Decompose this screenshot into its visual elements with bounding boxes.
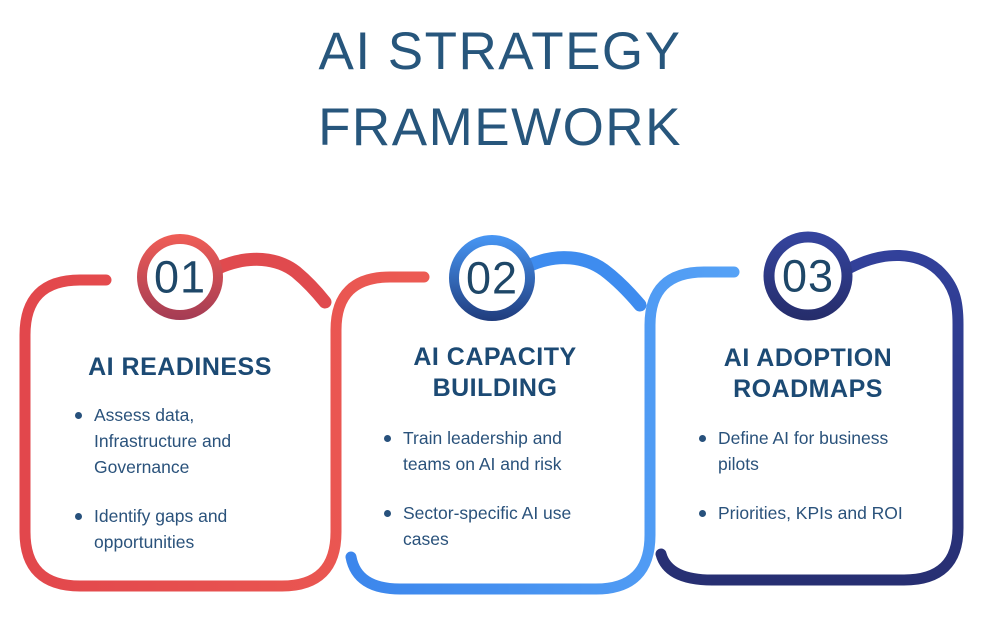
- list-item: Train leadership and teams on AI and ris…: [384, 425, 571, 477]
- bullet-line: cases: [403, 529, 449, 549]
- list-item: Assess data, Infrastructure and Governan…: [75, 402, 231, 480]
- bullet-dot-icon: [75, 412, 82, 419]
- step2-bullets: Train leadership and teams on AI and ris…: [384, 425, 571, 575]
- list-item: Define AI for business pilots: [699, 425, 903, 477]
- list-item: Identify gaps and opportunities: [75, 503, 231, 555]
- bullet-dot-icon: [699, 435, 706, 442]
- step1-circle: [137, 234, 223, 320]
- bullet-text: Assess data, Infrastructure and Governan…: [94, 402, 231, 480]
- step1-heading: AI READINESS: [30, 352, 330, 383]
- bullet-text: Priorities, KPIs and ROI: [718, 500, 903, 526]
- step3-bullets: Define AI for business pilots Priorities…: [699, 425, 903, 549]
- bullet-line: Define AI for business: [718, 428, 889, 448]
- bullet-line: teams on AI and risk: [403, 454, 562, 474]
- card1-outline: [19, 271, 430, 592]
- page-title-line1: AI STRATEGY: [318, 22, 682, 81]
- bullet-dot-icon: [75, 513, 82, 520]
- list-item: Priorities, KPIs and ROI: [699, 500, 903, 526]
- step3-circle: [763, 231, 853, 321]
- bullet-line: opportunities: [94, 532, 195, 552]
- page-title-line2: FRAMEWORK: [318, 98, 682, 157]
- step1-circle-tail: [211, 252, 332, 309]
- step3-number: 03: [781, 250, 835, 302]
- bullet-text: Sector-specific AI use cases: [403, 500, 571, 552]
- step2-circle-tail: [521, 251, 647, 312]
- bullet-line: Priorities, KPIs and ROI: [718, 503, 903, 523]
- bullet-dot-icon: [699, 510, 706, 517]
- step3-heading-line2: ROADMAPS: [733, 375, 883, 403]
- bullet-line: pilots: [718, 454, 759, 474]
- bullet-text: Define AI for business pilots: [718, 425, 888, 477]
- list-item: Sector-specific AI use cases: [384, 500, 571, 552]
- bullet-line: Assess data,: [94, 405, 195, 425]
- card2-outline: [345, 266, 740, 595]
- bullet-line: Sector-specific AI use: [403, 503, 572, 523]
- bullet-text: Train leadership and teams on AI and ris…: [403, 425, 562, 477]
- step1-number: 01: [153, 251, 207, 303]
- bullet-text: Identify gaps and opportunities: [94, 503, 227, 555]
- bullet-line: Governance: [94, 457, 190, 477]
- step3-heading-line1: AI ADOPTION: [723, 344, 893, 372]
- bullet-line: Infrastructure and: [94, 431, 232, 451]
- step2-heading-line1: AI CAPACITY: [413, 343, 577, 371]
- bullet-line: Identify gaps and: [94, 506, 228, 526]
- page-title: AI STRATEGY FRAMEWORK: [0, 14, 1000, 166]
- card3-outline: [655, 250, 964, 586]
- bullet-line: Train leadership and: [403, 428, 562, 448]
- bullet-dot-icon: [384, 510, 391, 517]
- bullet-dot-icon: [384, 435, 391, 442]
- step2-heading: AI CAPACITY BUILDING: [345, 342, 645, 404]
- step1-bullets: Assess data, Infrastructure and Governan…: [75, 402, 231, 578]
- step1-heading-line1: AI READINESS: [88, 353, 272, 381]
- step2-circle: [449, 235, 535, 321]
- step2-number: 02: [465, 252, 519, 304]
- step2-heading-line2: BUILDING: [432, 374, 558, 402]
- step3-heading: AI ADOPTION ROADMAPS: [658, 343, 958, 405]
